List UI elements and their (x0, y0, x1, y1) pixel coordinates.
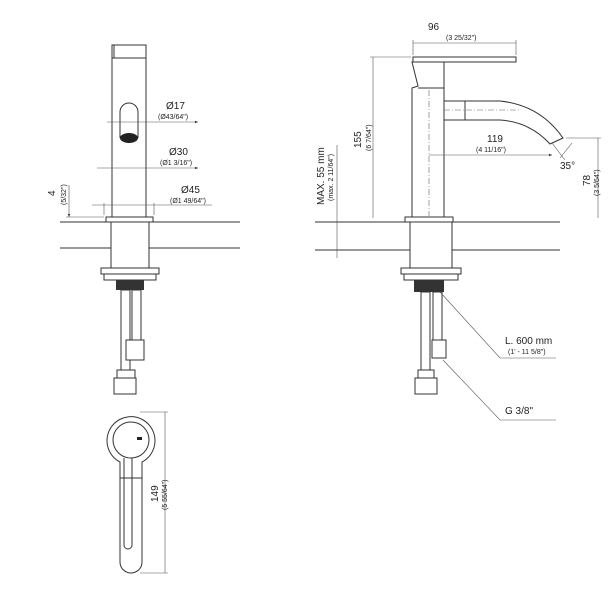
dim-outlet-height-imperial: (3 5/64") (594, 169, 601, 196)
spout (443, 100, 564, 145)
hose-nut (113, 377, 137, 395)
hose-length-label: L. 600 mm (505, 336, 552, 347)
dim-length-label: 149 (150, 485, 161, 502)
dim-height-imperial: (6 7/64") (366, 124, 373, 151)
dim-angle-label: 35° (560, 161, 575, 172)
faucet-body (411, 61, 445, 219)
side-view: 96 (3 25/32") 155 (6 7/64") MAX. 55 mm (… (315, 22, 601, 421)
outlet-slot (119, 102, 139, 138)
dim-handle-imperial: (3 25/32") (446, 35, 477, 42)
shank (110, 221, 150, 271)
thread (414, 280, 444, 292)
hose-leader-line (439, 291, 556, 359)
dim-counter-label: MAX. 55 mm (316, 147, 327, 205)
dim-handle-label: 96 (428, 22, 440, 33)
connection-leader-line (442, 359, 556, 421)
spray-angle-icon (551, 142, 573, 161)
hose-nut (414, 377, 438, 395)
dim-body-label: Ø30 (169, 147, 188, 158)
dim-base-imperial: (Ø1 49/64") (170, 198, 206, 205)
connection-label: G 3/8" (505, 406, 533, 417)
faucet-body (111, 44, 147, 219)
shank (409, 221, 453, 269)
dim-outlet-label: Ø17 (166, 101, 185, 112)
base-plate (105, 216, 154, 223)
lever-handle (412, 56, 517, 63)
dim-reach-imperial: (4 11/16") (476, 147, 506, 154)
handle-outline (106, 416, 156, 574)
front-view: Ø17 (Ø43/64") Ø30 (Ø1 3/16") Ø45 (Ø1 49/… (47, 44, 240, 395)
dim-plate-imperial: (5/32") (61, 184, 68, 205)
thread (116, 280, 144, 290)
base-plate (404, 216, 454, 223)
dim-plate-label: 4 (47, 190, 58, 196)
dim-base-label: Ø45 (181, 185, 200, 196)
dim-counter-imperial: (max. 2 11/64") (328, 154, 335, 201)
dim-outlet-height-label: 78 (582, 174, 593, 186)
hose-length-imperial: (1' - 11 5/8") (508, 349, 546, 356)
dim-reach-label: 119 (487, 134, 503, 145)
dim-body-imperial: (Ø1 3/16") (160, 160, 192, 167)
aerator (120, 133, 138, 143)
dim-outlet-imperial: (Ø43/64") (158, 114, 188, 121)
dim-length-imperial: (5 55/64") (162, 479, 169, 510)
top-view: 149 (5 55/64") (106, 411, 169, 574)
dim-height-label: 155 (353, 131, 364, 148)
